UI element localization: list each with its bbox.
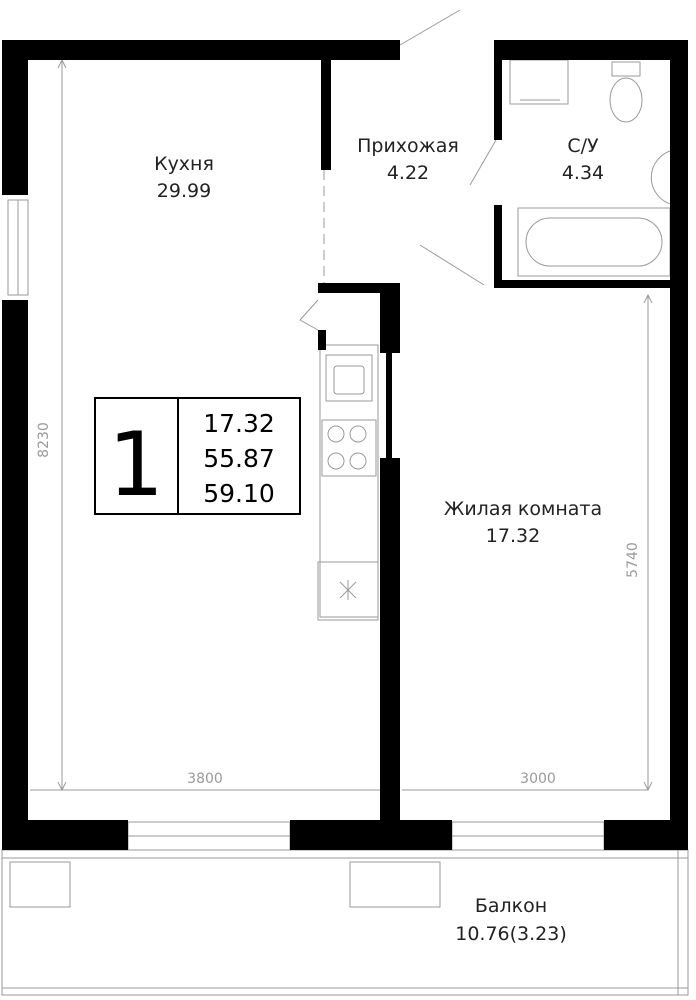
bathroom-area: 4.34 (562, 162, 604, 184)
kitchen-height-dimension: 8230 (36, 422, 52, 458)
badge-total-area: 55.87 (203, 444, 275, 473)
living-room-area: 17.32 (486, 525, 540, 547)
living-width-dimension: 3000 (520, 771, 556, 787)
living-room-name: Жилая комната (444, 498, 602, 520)
balcony-area: 10.76(3.23) (455, 923, 567, 945)
badge-full-area: 59.10 (203, 479, 275, 508)
rooms-count: 1 (108, 413, 164, 516)
kitchen-area: 29.99 (157, 180, 211, 202)
hallway-area: 4.22 (387, 162, 429, 184)
kitchen-counter (317, 344, 379, 621)
hallway-name: Прихожая (357, 135, 459, 157)
balcony-name: Балкон (475, 895, 547, 917)
walls (2, 40, 688, 850)
guide-lines (1, 9, 689, 996)
kitchen-width-dimension: 3800 (187, 771, 223, 787)
apartment-badge: 1 17.32 55.87 59.10 (94, 397, 301, 516)
living-height-dimension: 5740 (625, 542, 641, 578)
bathroom-name: С/У (567, 135, 599, 157)
badge-living-area: 17.32 (203, 409, 275, 438)
kitchen-name: Кухня (154, 153, 214, 175)
